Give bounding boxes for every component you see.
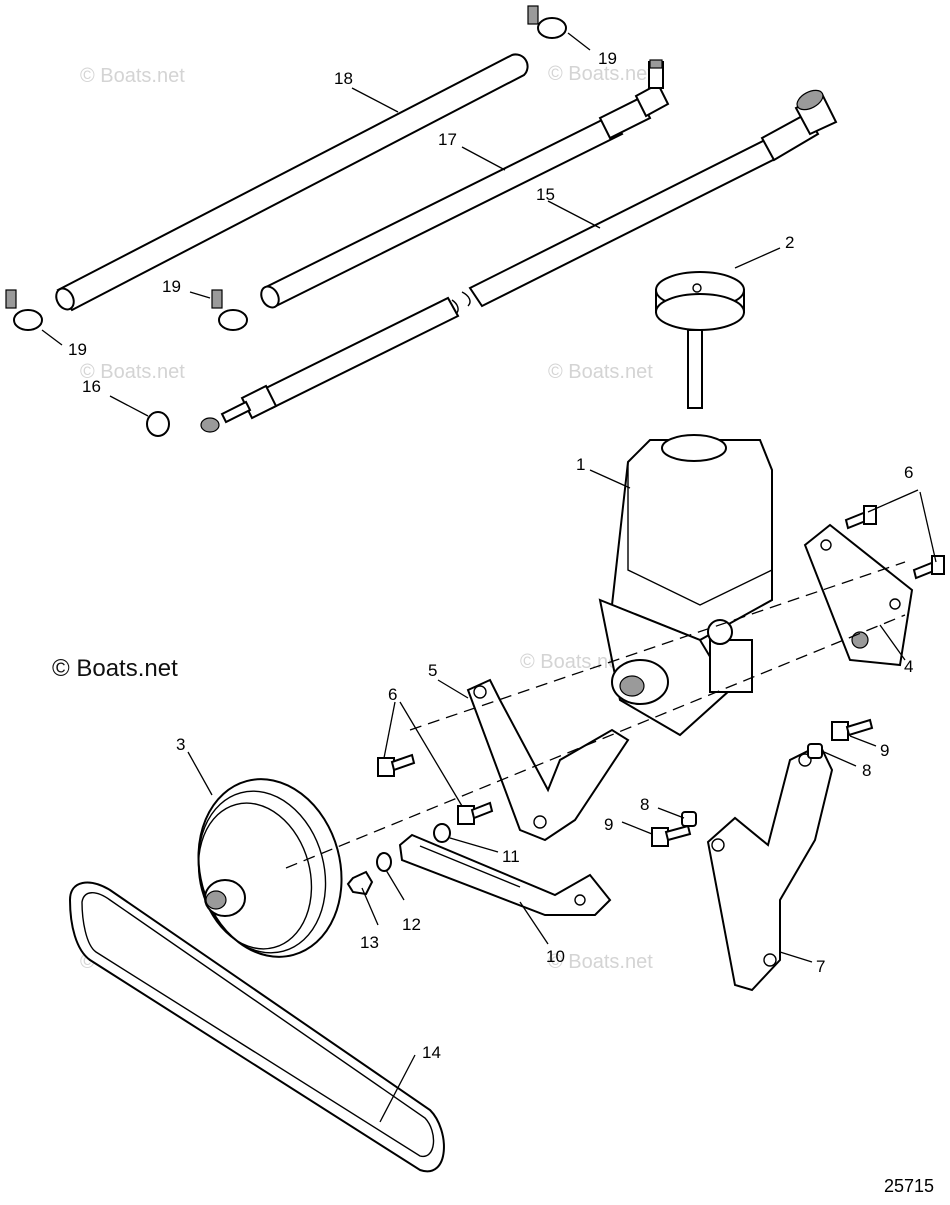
reference-number: 25715 (884, 1176, 934, 1196)
bolt-6-right-b (912, 555, 945, 580)
callout-19-left: 19 (68, 340, 87, 359)
bolt-9-right (831, 718, 874, 741)
hose-17 (260, 59, 670, 309)
callout-10: 10 (546, 947, 565, 966)
alignment-line-lower (285, 614, 906, 869)
callout-8-right: 8 (862, 761, 871, 780)
watermark-5: © Boats.net (520, 651, 625, 673)
bracket-7 (706, 743, 834, 992)
callout-11: 11 (502, 847, 520, 866)
clamp-19-top (527, 5, 567, 39)
reservoir-cap-2 (655, 271, 745, 409)
leader-lines (41, 32, 937, 1123)
bracket-4 (803, 523, 914, 667)
callout-6-right: 6 (904, 463, 913, 482)
watermark-1: © Boats.net (80, 65, 185, 87)
bracket-5 (466, 678, 630, 842)
power-steering-pump-1 (598, 434, 773, 737)
callout-1: 1 (576, 455, 585, 474)
callout-2: 2 (785, 233, 794, 252)
clamp-19-middle (211, 289, 248, 331)
alignment-line-upper (409, 561, 906, 731)
watermark-3: © Boats.net (80, 361, 185, 383)
callout-13: 13 (360, 933, 379, 952)
callout-6-left: 6 (388, 685, 397, 704)
spacer-8-left (681, 811, 697, 827)
callout-17: 17 (438, 130, 457, 149)
pulley-3 (197, 778, 343, 958)
washer-11 (433, 823, 451, 843)
callout-18: 18 (334, 69, 353, 88)
hose-18 (55, 53, 529, 312)
callout-12: 12 (402, 915, 421, 934)
watermark-7: © Boats.net (548, 951, 653, 973)
callout-19-top: 19 (598, 49, 617, 68)
callout-15: 15 (536, 185, 555, 204)
bolt-9-left (651, 824, 692, 847)
spacer-8-right (807, 743, 823, 759)
bolt-6-left-b (457, 801, 494, 825)
callout-5: 5 (428, 661, 437, 680)
callout-8-left: 8 (640, 795, 649, 814)
callout-16: 16 (82, 377, 101, 396)
callout-7: 7 (816, 957, 825, 976)
callout-9-left: 9 (604, 815, 613, 834)
watermark-prominent: © Boats.net (52, 655, 178, 682)
clamp-19-left (5, 289, 43, 331)
bolt-6-right-a (844, 505, 877, 530)
washer-12 (376, 852, 392, 872)
hose-15 (200, 89, 838, 433)
o-ring-16 (146, 411, 170, 437)
callout-9-right: 9 (880, 741, 889, 760)
callout-3: 3 (176, 735, 185, 754)
callout-19-middle: 19 (162, 277, 181, 296)
adjusting-bracket-10 (398, 833, 612, 916)
watermark-2: © Boats.net (548, 63, 653, 85)
callout-4: 4 (904, 657, 913, 676)
watermark-4: © Boats.net (548, 361, 653, 383)
callout-14: 14 (422, 1043, 441, 1062)
belt-14 (68, 881, 445, 1173)
nut-13 (346, 870, 374, 896)
bolt-6-left-a (377, 753, 416, 777)
